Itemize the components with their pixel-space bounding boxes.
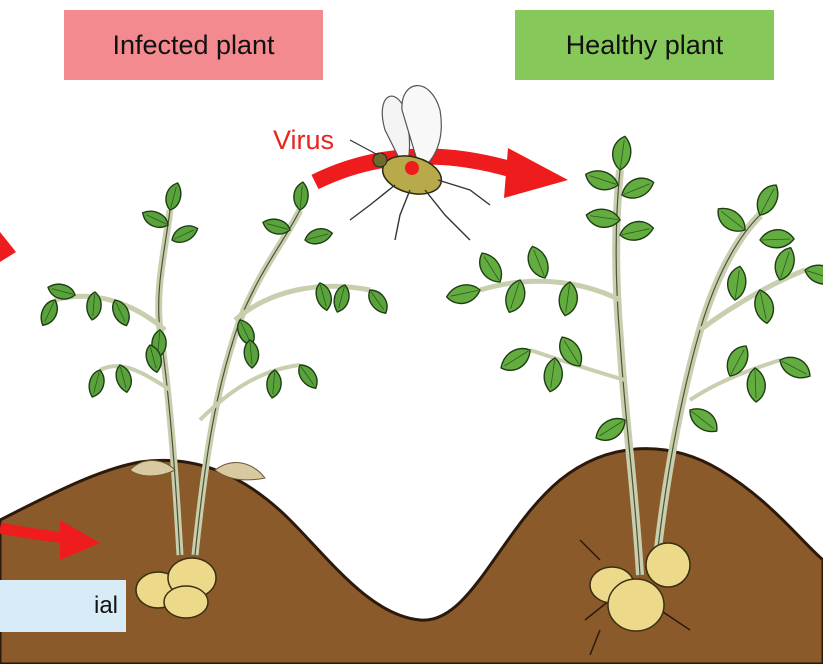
edge-arrow-icon [0,232,16,262]
tuber-text: ial [94,592,118,620]
virus-arrow-icon [315,148,568,198]
infected-plant-label: Infected plant [64,10,323,80]
healthy-plant-text: Healthy plant [566,30,724,61]
infected-plant-text: Infected plant [112,30,274,61]
healthy-plant-label: Healthy plant [515,10,774,80]
virus-label: Virus [273,125,334,156]
tuber-label: ial [0,580,126,632]
